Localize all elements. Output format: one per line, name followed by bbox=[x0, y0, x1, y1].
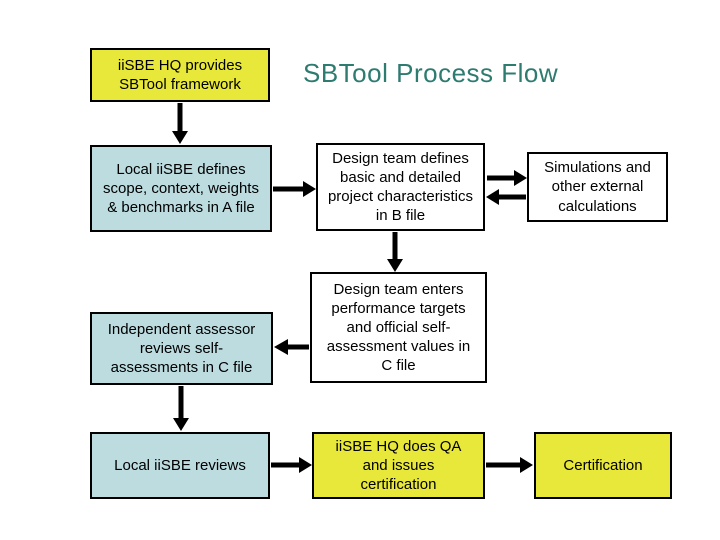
arrow-local-reviews-to-hq-qa bbox=[271, 457, 312, 473]
box-design-team-defines: Design team defines basic and detailed p… bbox=[316, 143, 485, 231]
box-hq-provides-framework: iiSBE HQ provides SBTool framework bbox=[90, 48, 270, 102]
box-certification: Certification bbox=[534, 432, 672, 499]
arrow-design-defines-to-simulations bbox=[487, 170, 527, 186]
box-local-iisbe-reviews: Local iiSBE reviews bbox=[90, 432, 270, 499]
box-simulations-external: Simulations and other external calculati… bbox=[527, 152, 668, 222]
box-local-iisbe-defines: Local iiSBE defines scope, context, weig… bbox=[90, 145, 272, 232]
arrow-hq-to-local-defines bbox=[172, 103, 188, 144]
arrow-local-defines-to-design-defines bbox=[273, 181, 316, 197]
arrow-design-defines-to-design-enters bbox=[387, 232, 403, 272]
arrow-simulations-to-design-defines bbox=[486, 189, 526, 205]
arrow-assessor-to-local-reviews bbox=[173, 386, 189, 431]
box-design-team-enters: Design team enters performance targets a… bbox=[310, 272, 487, 383]
box-hq-does-qa: iiSBE HQ does QA and issues certificatio… bbox=[312, 432, 485, 499]
arrow-design-enters-to-assessor bbox=[274, 339, 309, 355]
box-independent-assessor: Independent assessor reviews self- asses… bbox=[90, 312, 273, 385]
slide-title: SBTool Process Flow bbox=[303, 58, 559, 88]
arrow-hq-qa-to-certification bbox=[486, 457, 533, 473]
